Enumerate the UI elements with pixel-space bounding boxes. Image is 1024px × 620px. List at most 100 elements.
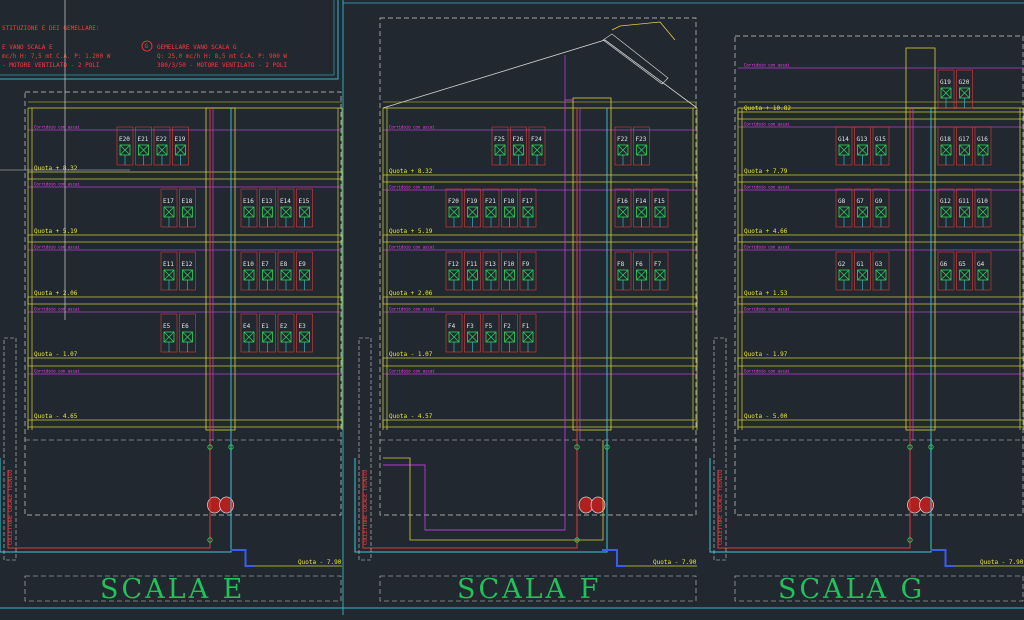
riser-shaft-top <box>905 47 936 109</box>
pump-right <box>219 496 234 514</box>
floor-slab <box>27 357 343 367</box>
legend-line-right-2: Q: 25,0 mc/h H: 8,5 mt C.A. P: 900 W <box>157 53 287 60</box>
pump-right <box>919 496 934 514</box>
boiler-x <box>940 87 952 99</box>
valve-symbol <box>574 537 580 543</box>
boiler-x <box>977 206 989 218</box>
cell-label: G15 <box>875 136 886 143</box>
boiler-x <box>531 144 543 156</box>
cell-label: E15 <box>299 198 310 205</box>
legend-symbol-circle <box>141 40 153 52</box>
boiler-x <box>940 144 952 156</box>
cell-label: E11 <box>163 261 174 268</box>
legend-line-left-3: - MOTORE VENTILATO - 2 POLI <box>2 62 100 69</box>
floor-quota: Quota + 7.79 <box>744 168 788 175</box>
boiler-x <box>959 144 970 156</box>
cell-label: F11 <box>467 261 478 268</box>
boiler-x <box>522 206 534 218</box>
cell-label: G4 <box>977 261 985 268</box>
boiler-x <box>977 144 989 156</box>
cell-label: F13 <box>485 261 496 268</box>
corridor-label: Corridoio con ascai <box>34 307 80 312</box>
corridor-label: Corridoio con ascai <box>34 182 80 187</box>
boiler-x <box>494 144 506 156</box>
floor-slab <box>27 171 343 180</box>
solar-panel <box>602 33 669 85</box>
boiler-x <box>617 269 629 281</box>
collector-pipe-blue <box>930 549 955 567</box>
cell-label: G5 <box>959 261 967 268</box>
valve-symbol <box>574 444 580 450</box>
floor-slab <box>27 296 343 305</box>
boiler-x <box>243 269 255 281</box>
boiler-x <box>654 206 666 218</box>
boiler-x <box>504 269 515 281</box>
boiler-x <box>448 269 460 281</box>
cell-label: G19 <box>940 79 951 86</box>
cell-label: F22 <box>617 136 628 143</box>
section-title: SCALA G <box>778 574 925 605</box>
corridor-label: Corridoio con ascai <box>744 122 790 127</box>
cell-label: E10 <box>243 261 254 268</box>
cell-label: E4 <box>243 323 251 330</box>
floor-slab <box>382 296 698 305</box>
cell-label: E5 <box>163 323 171 330</box>
section-title: SCALA F <box>457 574 601 605</box>
floor-slab <box>737 111 1024 120</box>
cad-crosshair <box>0 0 130 320</box>
boiler-x <box>513 144 524 156</box>
boiler-x <box>838 144 850 156</box>
boiler-x <box>504 206 515 218</box>
boiler-x <box>299 206 310 218</box>
boiler-x <box>163 206 175 218</box>
collector-label: COLLETTORE LOCALE TECNICO <box>8 470 14 545</box>
section-title: SCALA E <box>100 574 245 605</box>
collector-label: COLLETTORE LOCALE TECNICO <box>718 470 724 545</box>
corridor-label: Corridoio con ascai <box>389 185 435 190</box>
cell-label: G10 <box>977 198 988 205</box>
collector-label-box <box>713 337 727 561</box>
cell-label: F23 <box>636 136 647 143</box>
boiler-x <box>467 206 478 218</box>
floor-quota: Quota + 5.19 <box>389 228 433 235</box>
legend-box: STITUZIONE E DEI GEMELLARE: E VANO SCALA… <box>0 0 339 80</box>
floor-slab <box>737 419 1024 428</box>
final-quota: Quota - 7.90 <box>298 559 342 566</box>
roof-line <box>382 39 698 109</box>
title-frame <box>379 575 697 602</box>
valve-symbol <box>907 444 913 450</box>
boiler-x <box>522 269 534 281</box>
cell-label: F15 <box>654 198 665 205</box>
boiler-x <box>875 144 887 156</box>
cell-label: F6 <box>636 261 644 268</box>
floor-quota: Quota + 4.66 <box>744 228 788 235</box>
cell-label: F19 <box>467 198 478 205</box>
collector-pipe-blue <box>230 549 255 567</box>
return-pipe-red <box>717 440 911 549</box>
cell-label: E9 <box>299 261 307 268</box>
floor-quota: Quota - 4.65 <box>34 413 78 420</box>
corridor-label: Corridoio con ascai <box>389 307 435 312</box>
floor-slab <box>382 234 698 243</box>
supply-pipe-cyan <box>354 440 608 553</box>
cell-label: F18 <box>504 198 515 205</box>
boiler-x <box>262 269 273 281</box>
floor-quota: Quota - 1.97 <box>744 351 788 358</box>
boiler-x <box>119 144 131 156</box>
legend-line-right-1: GEMELLARE VANO SCALA G <box>157 44 237 51</box>
cell-label: F12 <box>448 261 459 268</box>
cell-label: F10 <box>504 261 515 268</box>
corridor-label: Corridoio con ascai <box>34 125 80 130</box>
cell-label: E16 <box>243 198 254 205</box>
cell-label: F17 <box>522 198 533 205</box>
section-outline <box>734 35 1024 516</box>
riser-shaft <box>572 97 612 431</box>
floor-quota: Quota - 1.07 <box>34 351 78 358</box>
cell-label: E18 <box>182 198 193 205</box>
pump-right <box>590 496 606 514</box>
boiler-x <box>940 269 952 281</box>
boiler-x <box>280 331 292 343</box>
